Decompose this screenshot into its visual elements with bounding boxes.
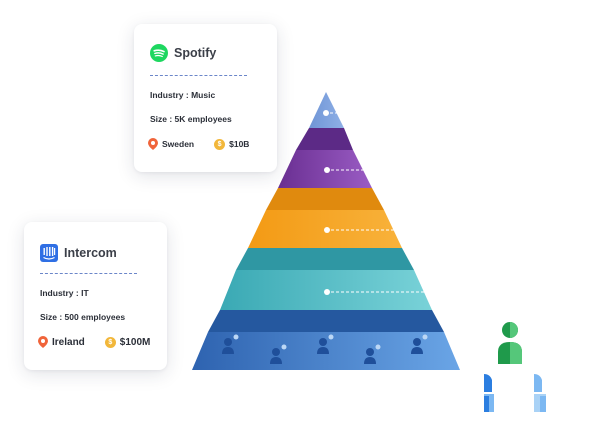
- pyramid-fold-2: [266, 188, 384, 210]
- industry-text: Industry : IT: [40, 288, 89, 298]
- location-pin-icon: [148, 138, 158, 150]
- brand-name: Spotify: [174, 46, 217, 60]
- pyramid-fold-1: [296, 128, 353, 150]
- person-icon: [411, 334, 428, 354]
- card-meta: Ireland $ $100M: [38, 336, 150, 348]
- coin-icon: $: [104, 336, 116, 348]
- person-icon: [317, 334, 334, 354]
- card-header: Intercom: [40, 244, 117, 262]
- coin-icon: $: [214, 138, 226, 150]
- company-card-spotify: Spotify Industry : Music Size : 5K emplo…: [134, 24, 277, 172]
- person-icon: [484, 374, 494, 412]
- card-meta: Sweden $ $10B: [148, 138, 249, 150]
- value-text: $100M: [119, 336, 151, 348]
- size-text: Size : 5K employees: [150, 114, 232, 124]
- connector-4: [324, 289, 424, 295]
- connector-1: [323, 110, 342, 116]
- spotify-logo-icon: [150, 44, 168, 62]
- person-icon: [222, 334, 239, 354]
- location-pin-icon: [38, 336, 48, 348]
- pyramid-fold-4: [208, 310, 444, 332]
- industry-text: Industry : Music: [150, 90, 216, 100]
- card-header: Spotify: [150, 44, 216, 62]
- size-text: Size : 500 employees: [40, 312, 126, 322]
- pyramid-fold-3: [236, 248, 414, 270]
- dashed-divider: [150, 75, 247, 76]
- brand-name: Intercom: [64, 246, 117, 260]
- company-card-intercom: Intercom Industry : IT Size : 500 employ…: [24, 222, 167, 370]
- connector-3: [324, 227, 395, 233]
- person-icon: [534, 374, 546, 412]
- person-icon: [498, 322, 522, 364]
- person-icon: [364, 344, 381, 364]
- person-icon: [270, 344, 287, 364]
- dashed-divider: [40, 273, 137, 274]
- intercom-logo-icon: [40, 244, 58, 262]
- value-text: $10B: [229, 139, 250, 149]
- location-text: Sweden: [162, 139, 195, 149]
- location-text: Ireland: [52, 336, 85, 348]
- pyramid-tier-top: [309, 92, 344, 128]
- connector-2: [324, 167, 364, 173]
